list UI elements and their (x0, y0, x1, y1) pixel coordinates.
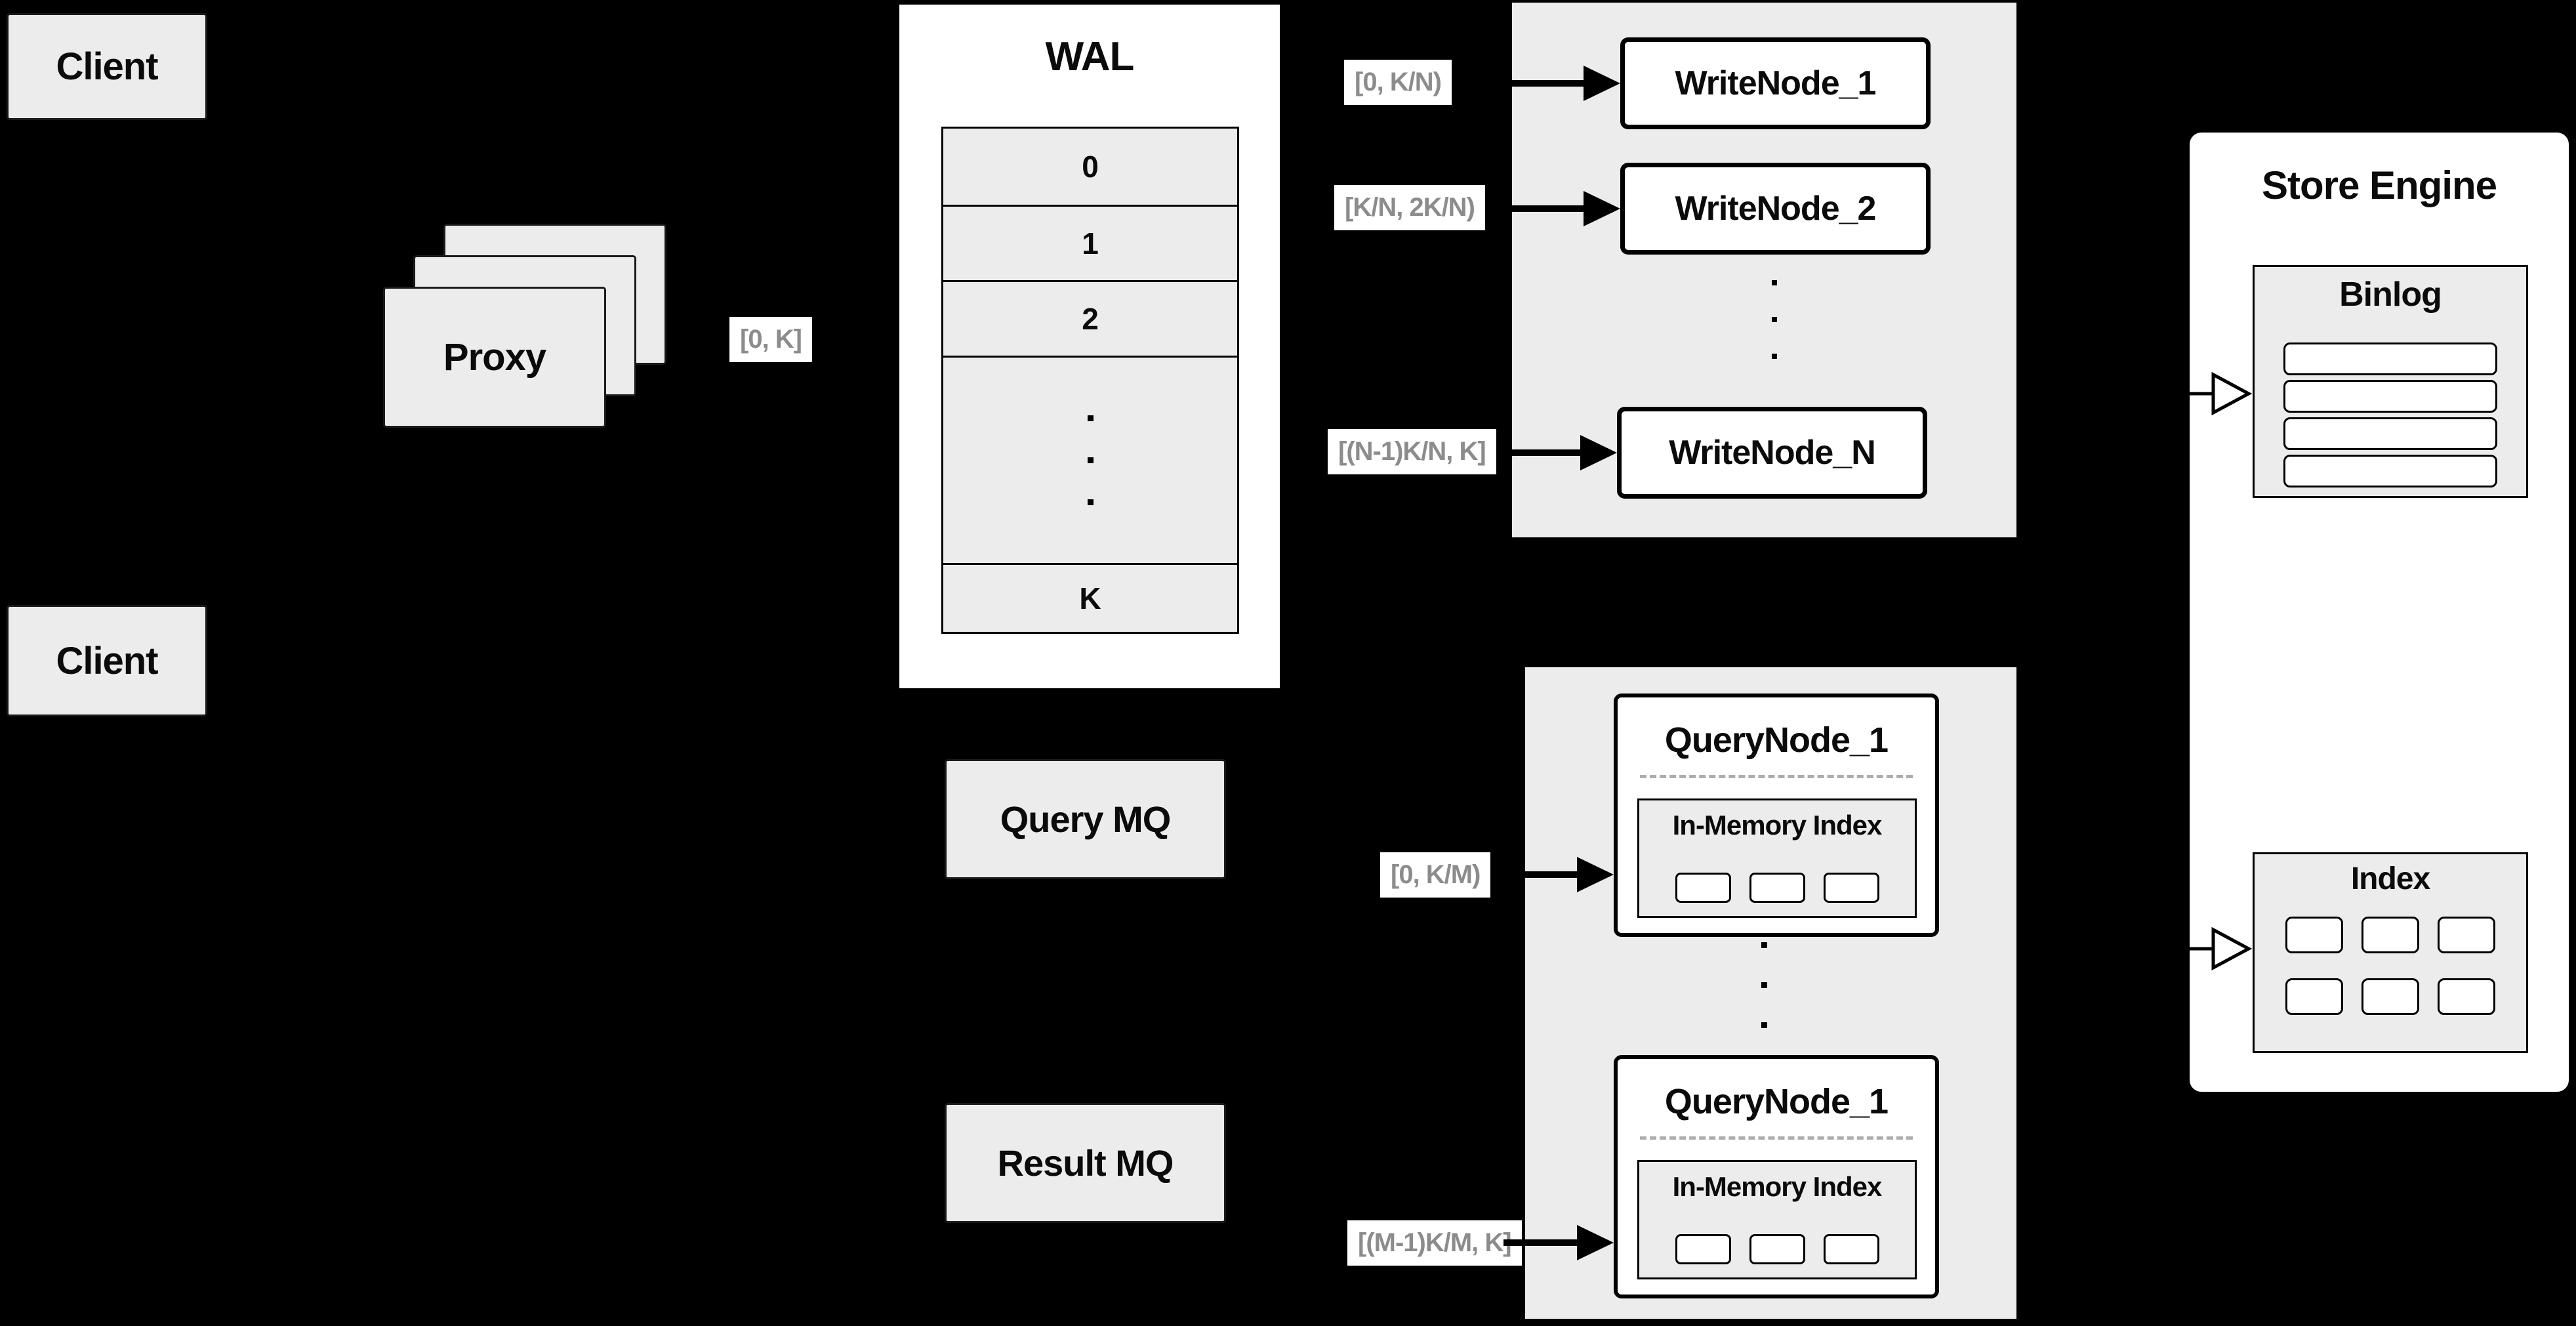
binlog-row (2283, 342, 2497, 375)
binlog-rows (2283, 342, 2497, 487)
index-segment-cell (1823, 873, 1879, 903)
write-node-n: WriteNode_N (1617, 407, 1927, 499)
range-label-write-n: [(N-1)K/N, K] (1328, 429, 1496, 474)
index-cell (2438, 917, 2495, 953)
range-label-query-m: [(M-1)K/M, K] (1347, 1220, 1522, 1266)
index-cells (2255, 917, 2526, 1015)
in-memory-index-box: In-Memory Index (1637, 1160, 1917, 1279)
wal-segment-table: 0 1 2 K (941, 127, 1239, 634)
index-segment-cell (1675, 873, 1731, 903)
binlog-box: Binlog (2253, 265, 2528, 498)
query-mq-box: Query MQ (945, 759, 1226, 879)
index-cell (2285, 978, 2343, 1015)
dashed-divider (1640, 1136, 1913, 1140)
wal-row-2: 2 (943, 280, 1237, 356)
store-engine-box: Store Engine Binlog Index (2187, 130, 2571, 1094)
index-box: Index (2253, 852, 2528, 1053)
index-title: Index (2350, 861, 2430, 896)
index-segment-cell (1823, 1234, 1879, 1264)
index-segment-cell (1675, 1234, 1731, 1264)
dashed-divider (1640, 775, 1913, 778)
result-mq-label: Result MQ (997, 1142, 1174, 1184)
query-nodes-vertical-ellipsis (1761, 942, 1767, 1028)
range-label-write-2: [K/N, 2K/N) (1334, 185, 1485, 230)
index-segment-cell (1749, 1234, 1805, 1264)
write-nodes-vertical-ellipsis (1772, 280, 1777, 359)
wal-title: WAL (1045, 34, 1135, 79)
wal-row-ellipsis (943, 356, 1237, 563)
result-mq-box: Result MQ (945, 1103, 1226, 1223)
in-memory-index-cells (1639, 1234, 1915, 1264)
client-top-label: Client (56, 45, 158, 88)
index-cell (2438, 978, 2495, 1015)
wal-row-1: 1 (943, 205, 1237, 280)
vertical-ellipsis (1087, 415, 1094, 421)
in-memory-index-title: In-Memory Index (1672, 1171, 1883, 1202)
query-node-bottom-title: QueryNode_1 (1664, 1082, 1889, 1121)
query-mq-label: Query MQ (1000, 798, 1172, 840)
range-label-proxy-out: [0, K] (729, 317, 812, 362)
write-node-2: WriteNode_2 (1620, 163, 1931, 255)
query-node-top-title: QueryNode_1 (1664, 720, 1889, 760)
wal-row-k: K (943, 563, 1237, 632)
in-memory-index-title: In-Memory Index (1672, 810, 1883, 840)
binlog-row (2283, 455, 2497, 487)
store-engine-title: Store Engine (2261, 163, 2497, 207)
index-cell (2361, 978, 2419, 1015)
index-segment-cell (1749, 873, 1805, 903)
index-cell (2361, 917, 2419, 953)
client-box-top: Client (7, 13, 207, 120)
wal-box: WAL 0 1 2 K (897, 3, 1282, 690)
binlog-title: Binlog (2339, 276, 2442, 314)
client-bottom-label: Client (56, 639, 158, 682)
query-node-bottom: QueryNode_1 In-Memory Index (1614, 1055, 1939, 1298)
in-memory-index-cells (1639, 873, 1915, 903)
proxy-label: Proxy (443, 336, 546, 379)
wal-row-0: 0 (943, 129, 1237, 205)
client-box-bottom: Client (7, 605, 207, 716)
query-node-top: QueryNode_1 In-Memory Index (1614, 694, 1939, 937)
binlog-row (2283, 380, 2497, 413)
proxy-box-front: Proxy (383, 287, 606, 428)
range-label-query-1: [0, K/M) (1380, 852, 1491, 898)
binlog-row (2283, 417, 2497, 450)
write-node-1: WriteNode_1 (1620, 37, 1931, 129)
index-cell (2285, 917, 2343, 953)
range-label-write-1: [0, K/N) (1344, 60, 1452, 105)
in-memory-index-box: In-Memory Index (1637, 798, 1917, 918)
